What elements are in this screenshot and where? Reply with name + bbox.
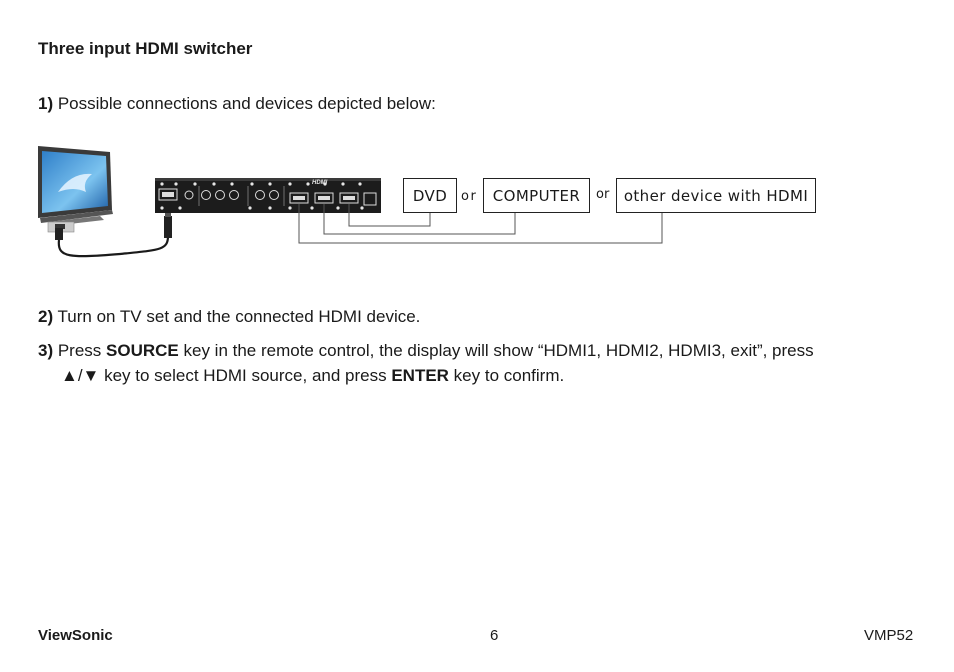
step-3-number: 3) bbox=[38, 341, 54, 360]
footer-model: VMP52 bbox=[864, 627, 914, 644]
device-other-hdmi: other device with HDMI bbox=[616, 178, 816, 213]
step-3-text-b: key in the remote control, the display w… bbox=[178, 341, 814, 360]
switcher-hdmi-label: HDMI bbox=[312, 180, 328, 186]
separator-or-2: or bbox=[596, 187, 610, 202]
step-1-number: 1) bbox=[38, 94, 54, 113]
step-2-number: 2) bbox=[38, 307, 54, 326]
enter-key: ENTER bbox=[391, 366, 449, 385]
step-3: 3) Press SOURCE key in the remote contro… bbox=[38, 338, 918, 388]
step-3-text-c: ▲/▼ key to select HDMI source, and press bbox=[61, 366, 392, 385]
step-3-line-1: 3) Press SOURCE key in the remote contro… bbox=[38, 338, 918, 363]
step-2-text: Turn on TV set and the connected HDMI de… bbox=[53, 307, 421, 326]
device-computer: COMPUTER bbox=[483, 178, 590, 213]
diagram-illustration bbox=[38, 146, 663, 258]
step-2: 2) Turn on TV set and the connected HDMI… bbox=[38, 304, 420, 329]
step-1-text: Possible connections and devices depicte… bbox=[53, 94, 436, 113]
footer-page-number: 6 bbox=[490, 627, 499, 644]
connection-diagram: HDMI DVD or COMPUTER or other device wit… bbox=[0, 140, 954, 260]
step-3-text-d: key to confirm. bbox=[448, 366, 565, 385]
page-title: Three input HDMI switcher bbox=[38, 39, 253, 58]
hdmi-cable-icon bbox=[55, 210, 172, 258]
step-3-line-2: ▲/▼ key to select HDMI source, and press… bbox=[38, 363, 918, 388]
tv-icon bbox=[38, 146, 113, 233]
step-1: 1) Possible connections and devices depi… bbox=[38, 91, 436, 116]
connection-lines bbox=[298, 204, 663, 244]
device-dvd: DVD bbox=[403, 178, 457, 213]
step-3-text-a: Press bbox=[53, 341, 107, 360]
hdmi-switcher-icon bbox=[155, 178, 381, 213]
separator-or-1: or bbox=[461, 189, 478, 204]
source-key: SOURCE bbox=[106, 341, 179, 360]
footer-brand: ViewSonic bbox=[38, 627, 113, 644]
